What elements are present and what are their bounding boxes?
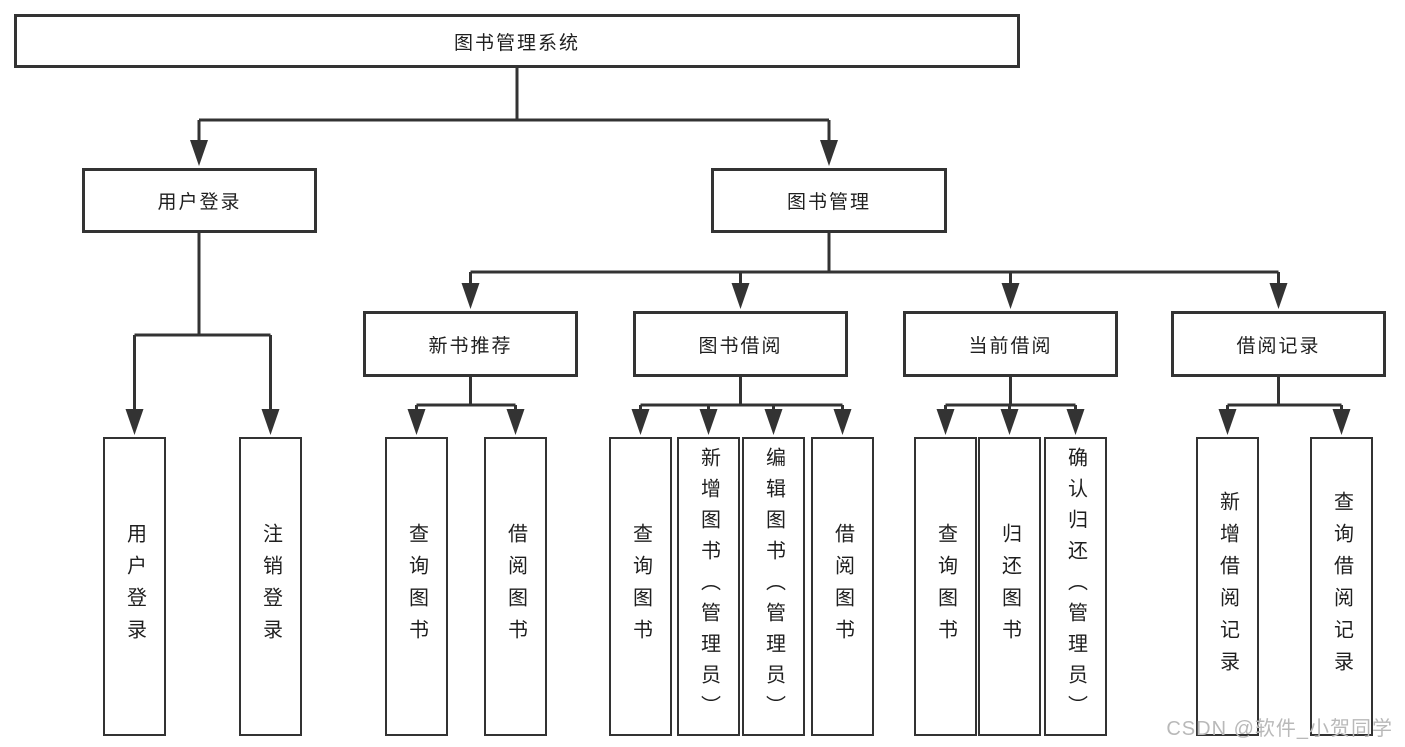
leaf-query-books-borrow: 查询图书 — [609, 437, 672, 736]
connector-book-management-to-level3 — [461, 233, 1288, 309]
leaf-user-login: 用户登录 — [103, 437, 166, 736]
node-user-login: 用户登录 — [82, 168, 317, 233]
leaf-borrow-books-recommend: 借阅图书 — [484, 437, 547, 736]
leaf-query-books-current: 查询图书 — [914, 437, 977, 736]
node-book-management: 图书管理 — [711, 168, 947, 233]
connector-current-borrow-to-leaves — [936, 377, 1085, 435]
node-current-borrow: 当前借阅 — [903, 311, 1118, 377]
leaf-add-books-admin: 新增图书（管理员） — [677, 437, 740, 736]
csdn-watermark: CSDN @软件_小贺同学 — [1166, 718, 1393, 740]
leaf-query-books-recommend: 查询图书 — [385, 437, 448, 736]
connector-new-book-recommend-to-leaves — [407, 377, 525, 435]
leaf-return-books: 归还图书 — [978, 437, 1041, 736]
leaf-confirm-return-admin: 确认归还（管理员） — [1044, 437, 1107, 736]
node-library-management-system: 图书管理系统 — [14, 14, 1020, 68]
node-new-book-recommend: 新书推荐 — [363, 311, 578, 377]
leaf-borrow-books: 借阅图书 — [811, 437, 874, 736]
leaf-logout: 注销登录 — [239, 437, 302, 736]
connector-borrow-records-to-leaves — [1218, 377, 1351, 435]
leaf-edit-books-admin: 编辑图书（管理员） — [742, 437, 805, 736]
node-borrow-records: 借阅记录 — [1171, 311, 1386, 377]
connector-user-login-to-leaves — [125, 233, 280, 435]
connector-root-to-level2 — [190, 68, 838, 166]
node-book-borrow: 图书借阅 — [633, 311, 848, 377]
leaf-add-borrow-record: 新增借阅记录 — [1196, 437, 1259, 736]
leaf-query-borrow-record: 查询借阅记录 — [1310, 437, 1373, 736]
connector-book-borrow-to-leaves — [631, 377, 852, 435]
